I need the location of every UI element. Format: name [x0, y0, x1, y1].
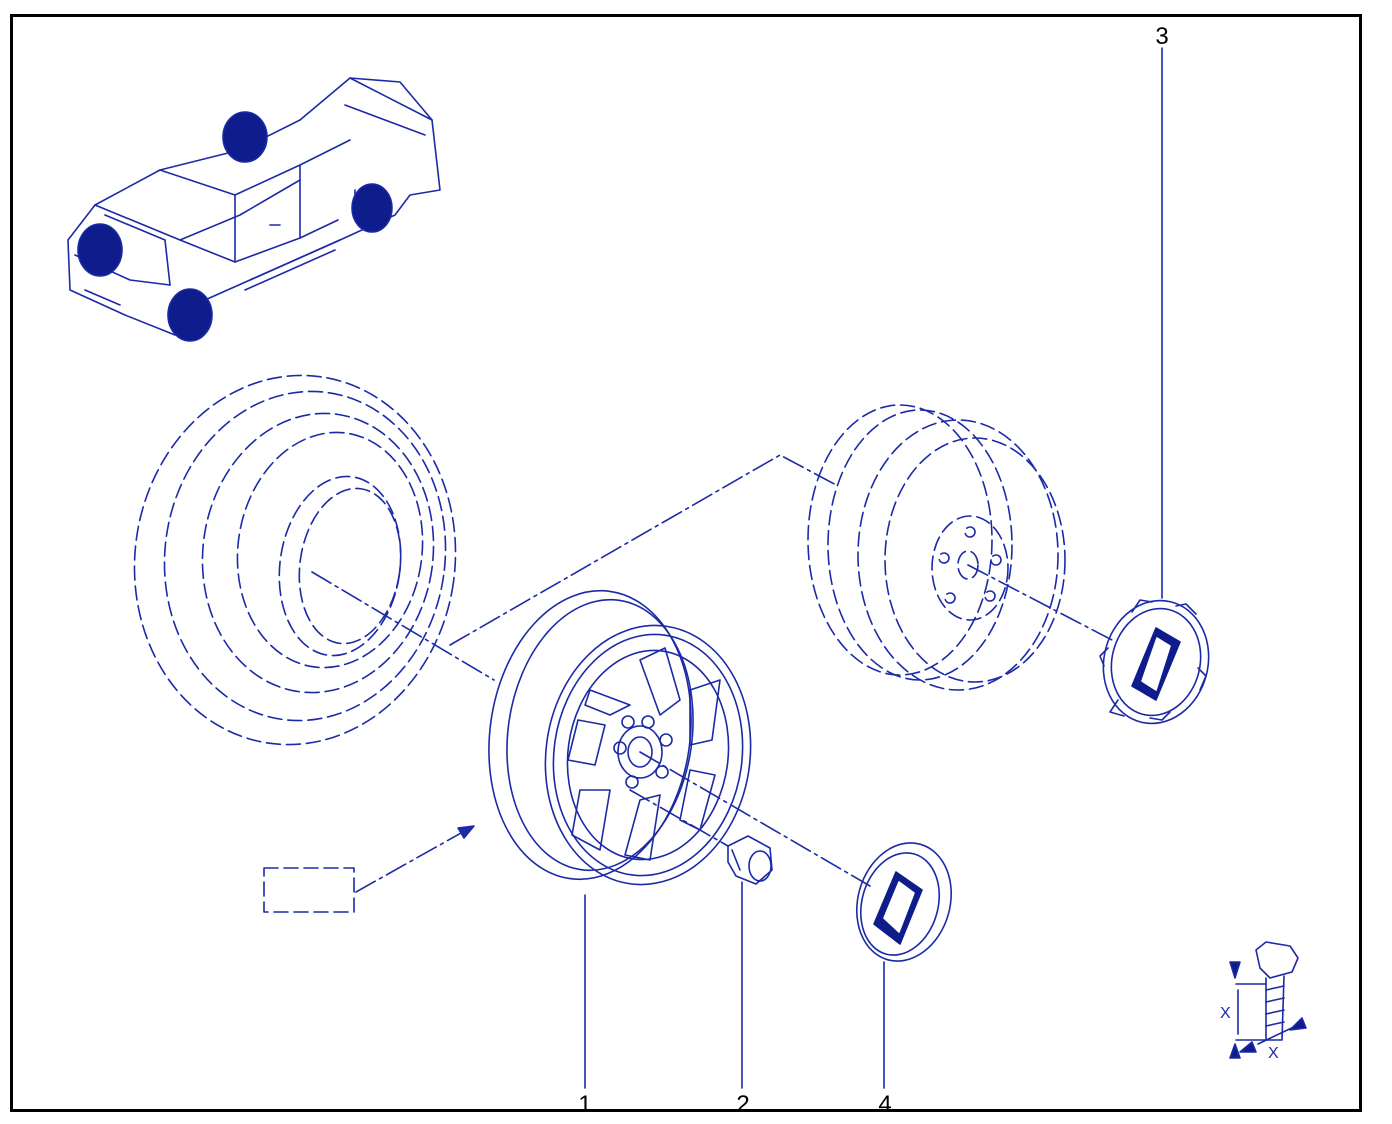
wheel-highlight-front-right — [167, 288, 213, 342]
callout-leaders — [584, 47, 1163, 1089]
wheel-nut — [727, 835, 773, 885]
vehicle-location-thumbnail — [67, 77, 441, 342]
assembly-axis-lines — [311, 454, 1113, 887]
wheel-highlight-spare — [222, 111, 268, 163]
torque-x-label-vertical: X — [1220, 1005, 1231, 1022]
callout-2-nut: 2 — [736, 1091, 749, 1118]
torque-x-label-horizontal: X — [1268, 1045, 1279, 1062]
wheel-highlight-front-left — [77, 223, 123, 277]
center-cap — [855, 842, 953, 962]
torque-bolt-symbol — [1229, 941, 1307, 1059]
callout-4-center-cap: 4 — [878, 1091, 891, 1118]
callout-3-spare-hub-cap: 3 — [1155, 23, 1168, 50]
callout-1-wheel: 1 — [578, 1091, 591, 1118]
alloy-wheel — [488, 589, 752, 886]
wheel-highlight-rear-right — [351, 183, 393, 233]
spare-wheel-phantom — [807, 404, 1066, 691]
tyre-phantom — [133, 374, 457, 746]
spare-hub-cap — [1099, 599, 1210, 725]
reference-note-box — [263, 825, 475, 913]
